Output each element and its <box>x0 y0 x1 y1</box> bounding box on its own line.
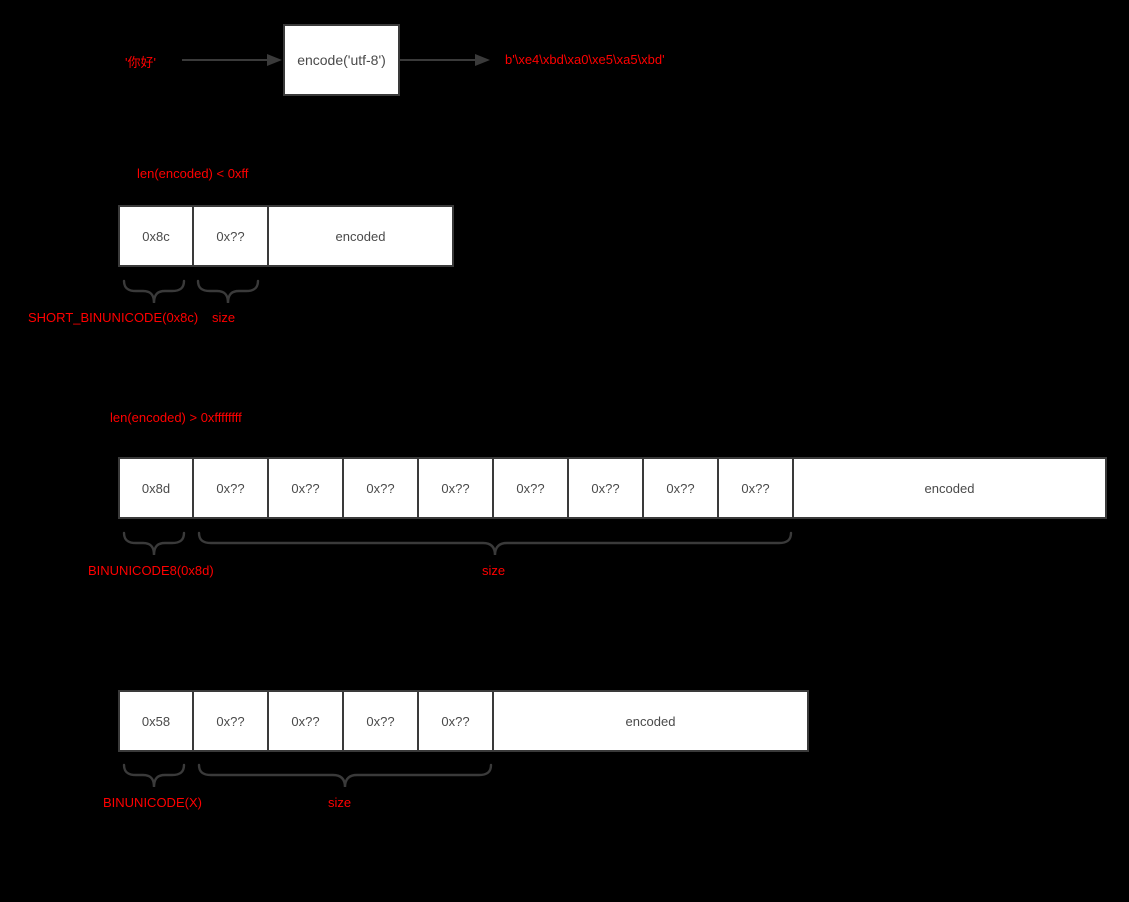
brace-opcode <box>122 762 186 790</box>
arrow-input-to-encode <box>181 52 283 68</box>
size-label: size <box>482 563 506 578</box>
encode-process-label: encode('utf-8') <box>297 52 386 68</box>
byte-cell-size: 0x?? <box>567 457 644 519</box>
byte-cell-size: 0x?? <box>492 457 569 519</box>
brace-opcode <box>122 530 186 558</box>
byte-cell-opcode: 0x8d <box>118 457 194 519</box>
byte-cell-encoded: encoded <box>792 457 1107 519</box>
flow-output-bytes: b'\xe4\xbd\xa0\xe5\xa5\xbd' <box>505 52 665 67</box>
flow-input-string: '你好' <box>125 55 156 70</box>
byte-cell-size: 0x?? <box>267 690 344 752</box>
byte-cell-size: 0x?? <box>417 457 494 519</box>
byte-cell-opcode: 0x8c <box>118 205 194 267</box>
byte-layout-binunicode: 0x58 0x?? 0x?? 0x?? 0x?? encoded <box>118 690 809 752</box>
byte-cell-size: 0x?? <box>342 690 419 752</box>
opcode-label-binunicode: BINUNICODE(X) <box>103 795 202 810</box>
size-label: size <box>212 310 236 325</box>
byte-cell-encoded: encoded <box>267 205 454 267</box>
byte-cell-size: 0x?? <box>267 457 344 519</box>
byte-cell-size: 0x?? <box>192 457 269 519</box>
byte-cell-size: 0x?? <box>192 205 269 267</box>
byte-cell-size: 0x?? <box>642 457 719 519</box>
condition-short-binunicode: len(encoded) < 0xff <box>137 166 249 181</box>
opcode-label-short-binunicode: SHORT_BINUNICODE(0x8c) <box>28 310 199 325</box>
byte-cell-size: 0x?? <box>192 690 269 752</box>
byte-cell-size: 0x?? <box>342 457 419 519</box>
condition-binunicode8: len(encoded) > 0xffffffff <box>110 410 242 425</box>
right-arrow-icon <box>182 54 282 66</box>
encode-process-box: encode('utf-8') <box>283 24 400 96</box>
byte-cell-size: 0x?? <box>417 690 494 752</box>
brace-size <box>197 530 793 558</box>
brace-size <box>197 762 493 790</box>
right-arrow-icon <box>400 54 490 66</box>
brace-size <box>196 278 260 306</box>
size-label: size <box>328 795 352 810</box>
byte-cell-opcode: 0x58 <box>118 690 194 752</box>
opcode-label-binunicode8: BINUNICODE8(0x8d) <box>88 563 214 578</box>
arrow-encode-to-output <box>399 52 491 68</box>
byte-cell-size: 0x?? <box>717 457 794 519</box>
byte-layout-binunicode8: 0x8d 0x?? 0x?? 0x?? 0x?? 0x?? 0x?? 0x?? … <box>118 457 1107 519</box>
brace-opcode <box>122 278 186 306</box>
byte-cell-encoded: encoded <box>492 690 809 752</box>
byte-layout-short-binunicode: 0x8c 0x?? encoded <box>118 205 454 267</box>
